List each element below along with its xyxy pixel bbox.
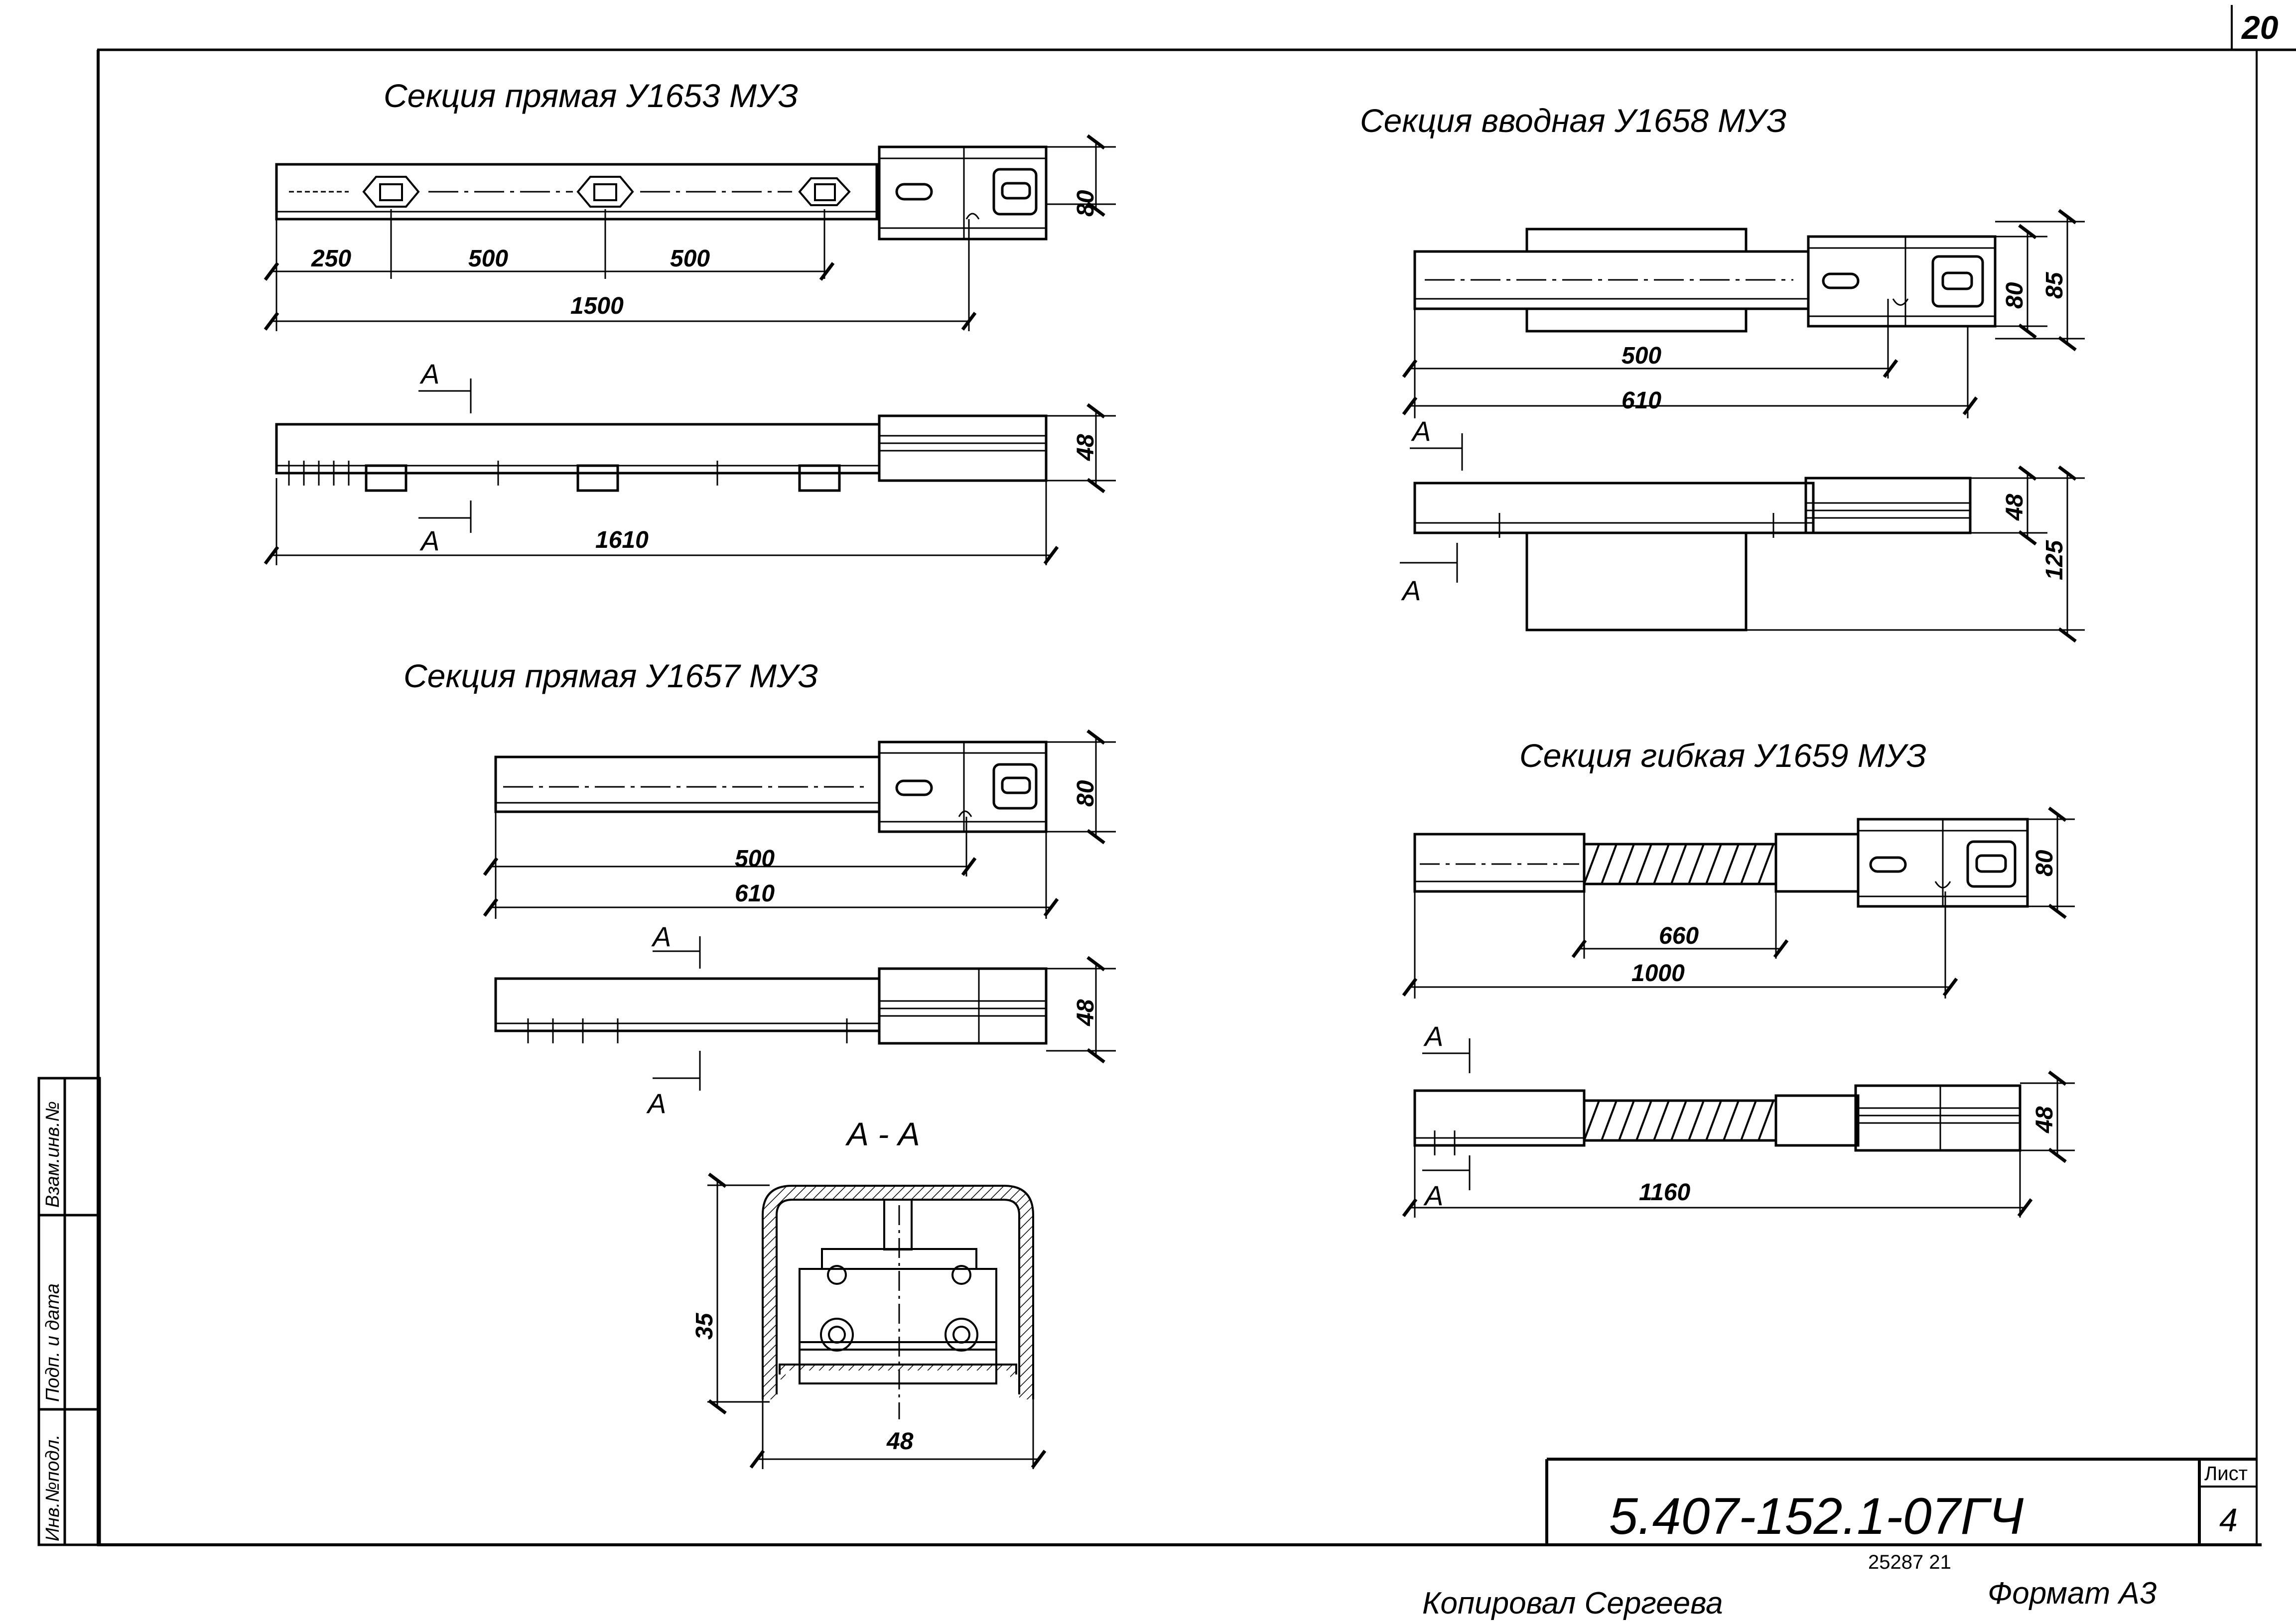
u1659-dims bbox=[1402, 806, 2075, 999]
u1657-dim-610: 610 bbox=[735, 880, 775, 907]
u1659-dim-1160: 1160 bbox=[1639, 1179, 1691, 1206]
u1657-dim-48: 48 bbox=[1073, 999, 1099, 1026]
u1658-dim-125: 125 bbox=[2041, 540, 2068, 580]
u1658-dim-85: 85 bbox=[2041, 271, 2068, 299]
u1653-dim-80: 80 bbox=[1073, 190, 1099, 217]
u1659-dim-80: 80 bbox=[2031, 850, 2058, 876]
u1653-dim-48: 48 bbox=[1073, 434, 1099, 461]
u1653-dim-1500: 1500 bbox=[570, 293, 624, 319]
u1659-side-dims bbox=[1402, 1038, 2075, 1218]
title-u1659: Секция гибкая У1659 МУЗ bbox=[1519, 737, 1926, 774]
u1653-side-dims bbox=[264, 378, 1116, 565]
title-u1657: Секция прямая У1657 МУЗ bbox=[404, 657, 818, 694]
u1657-dims bbox=[483, 729, 1116, 919]
sheet-label: Лист bbox=[2204, 1463, 2248, 1485]
side-stamp bbox=[37, 1077, 101, 1546]
document-code: 5.407-152.1-07ГЧ bbox=[1609, 1488, 2024, 1545]
order-number: 25287 21 bbox=[1868, 1551, 1951, 1573]
u1653-section-mark-bottom: А bbox=[419, 525, 439, 556]
u1653-section-mark-top: А bbox=[419, 358, 439, 389]
sheet-number: 4 bbox=[2219, 1501, 2238, 1538]
side-stamp-replaced: Взам.инв.№ bbox=[42, 1101, 63, 1208]
section-aa-dims bbox=[707, 1172, 1047, 1469]
u1653-plan-view bbox=[275, 145, 1048, 241]
u1658-side-view bbox=[1413, 477, 1972, 631]
title-section-aa: А - А bbox=[845, 1116, 920, 1152]
u1659-section-mark-bottom: А bbox=[1423, 1180, 1443, 1211]
copied-by: Копировал Сергеева bbox=[1422, 1586, 1723, 1621]
u1657-section-mark-top: А bbox=[651, 921, 671, 952]
title-block bbox=[1545, 1458, 2257, 1545]
u1658-dim-48: 48 bbox=[2002, 494, 2028, 521]
u1653-side-view bbox=[275, 414, 1048, 492]
u1658-plan-view bbox=[1413, 228, 1997, 333]
section-aa-view bbox=[762, 1185, 1034, 1419]
side-stamp-signature: Подп. и дата bbox=[42, 1283, 63, 1402]
u1657-plan-view bbox=[494, 741, 1048, 833]
u1659-dim-48: 48 bbox=[2031, 1106, 2058, 1133]
section-aa-dim-48: 48 bbox=[886, 1428, 914, 1455]
u1653-dimension-lines bbox=[264, 134, 1116, 331]
u1653-dim-500a: 500 bbox=[468, 246, 508, 272]
u1657-section-mark-bottom: А bbox=[646, 1088, 666, 1119]
u1658-dim-500: 500 bbox=[1621, 343, 1661, 369]
u1657-side-view bbox=[494, 967, 1048, 1045]
u1657-dim-500: 500 bbox=[735, 846, 775, 872]
u1658-section-mark-top: А bbox=[1411, 415, 1431, 447]
u1658-dim-610: 610 bbox=[1621, 387, 1661, 414]
u1658-side-dims bbox=[1400, 433, 2085, 643]
u1653-dim-1610: 1610 bbox=[595, 527, 649, 553]
sheet-format: Формат А3 bbox=[1988, 1576, 2157, 1611]
title-u1653: Секция прямая У1653 МУЗ bbox=[384, 77, 798, 114]
u1658-dim-80: 80 bbox=[2002, 282, 2028, 309]
u1658-dims bbox=[1402, 209, 2085, 418]
u1659-plan-view bbox=[1413, 818, 2029, 908]
u1659-dim-1000: 1000 bbox=[1631, 960, 1685, 987]
u1657-side-dims bbox=[653, 936, 1116, 1091]
side-stamp-inventory: Инв.№подл. bbox=[42, 1434, 63, 1541]
u1653-dim-500b: 500 bbox=[670, 246, 710, 272]
page-number: 20 bbox=[2241, 9, 2279, 46]
u1653-dim-250: 250 bbox=[311, 246, 351, 272]
u1657-dim-80: 80 bbox=[1073, 780, 1099, 807]
u1659-side-view bbox=[1413, 1084, 2022, 1155]
u1659-dim-660: 660 bbox=[1659, 923, 1699, 949]
section-aa-dim-35: 35 bbox=[691, 1312, 718, 1340]
drawing-frame bbox=[97, 5, 2296, 1546]
u1658-section-mark-bottom: А bbox=[1401, 575, 1421, 606]
title-u1658: Секция вводная У1658 МУЗ bbox=[1360, 102, 1787, 139]
u1659-section-mark-top: А bbox=[1423, 1020, 1443, 1052]
